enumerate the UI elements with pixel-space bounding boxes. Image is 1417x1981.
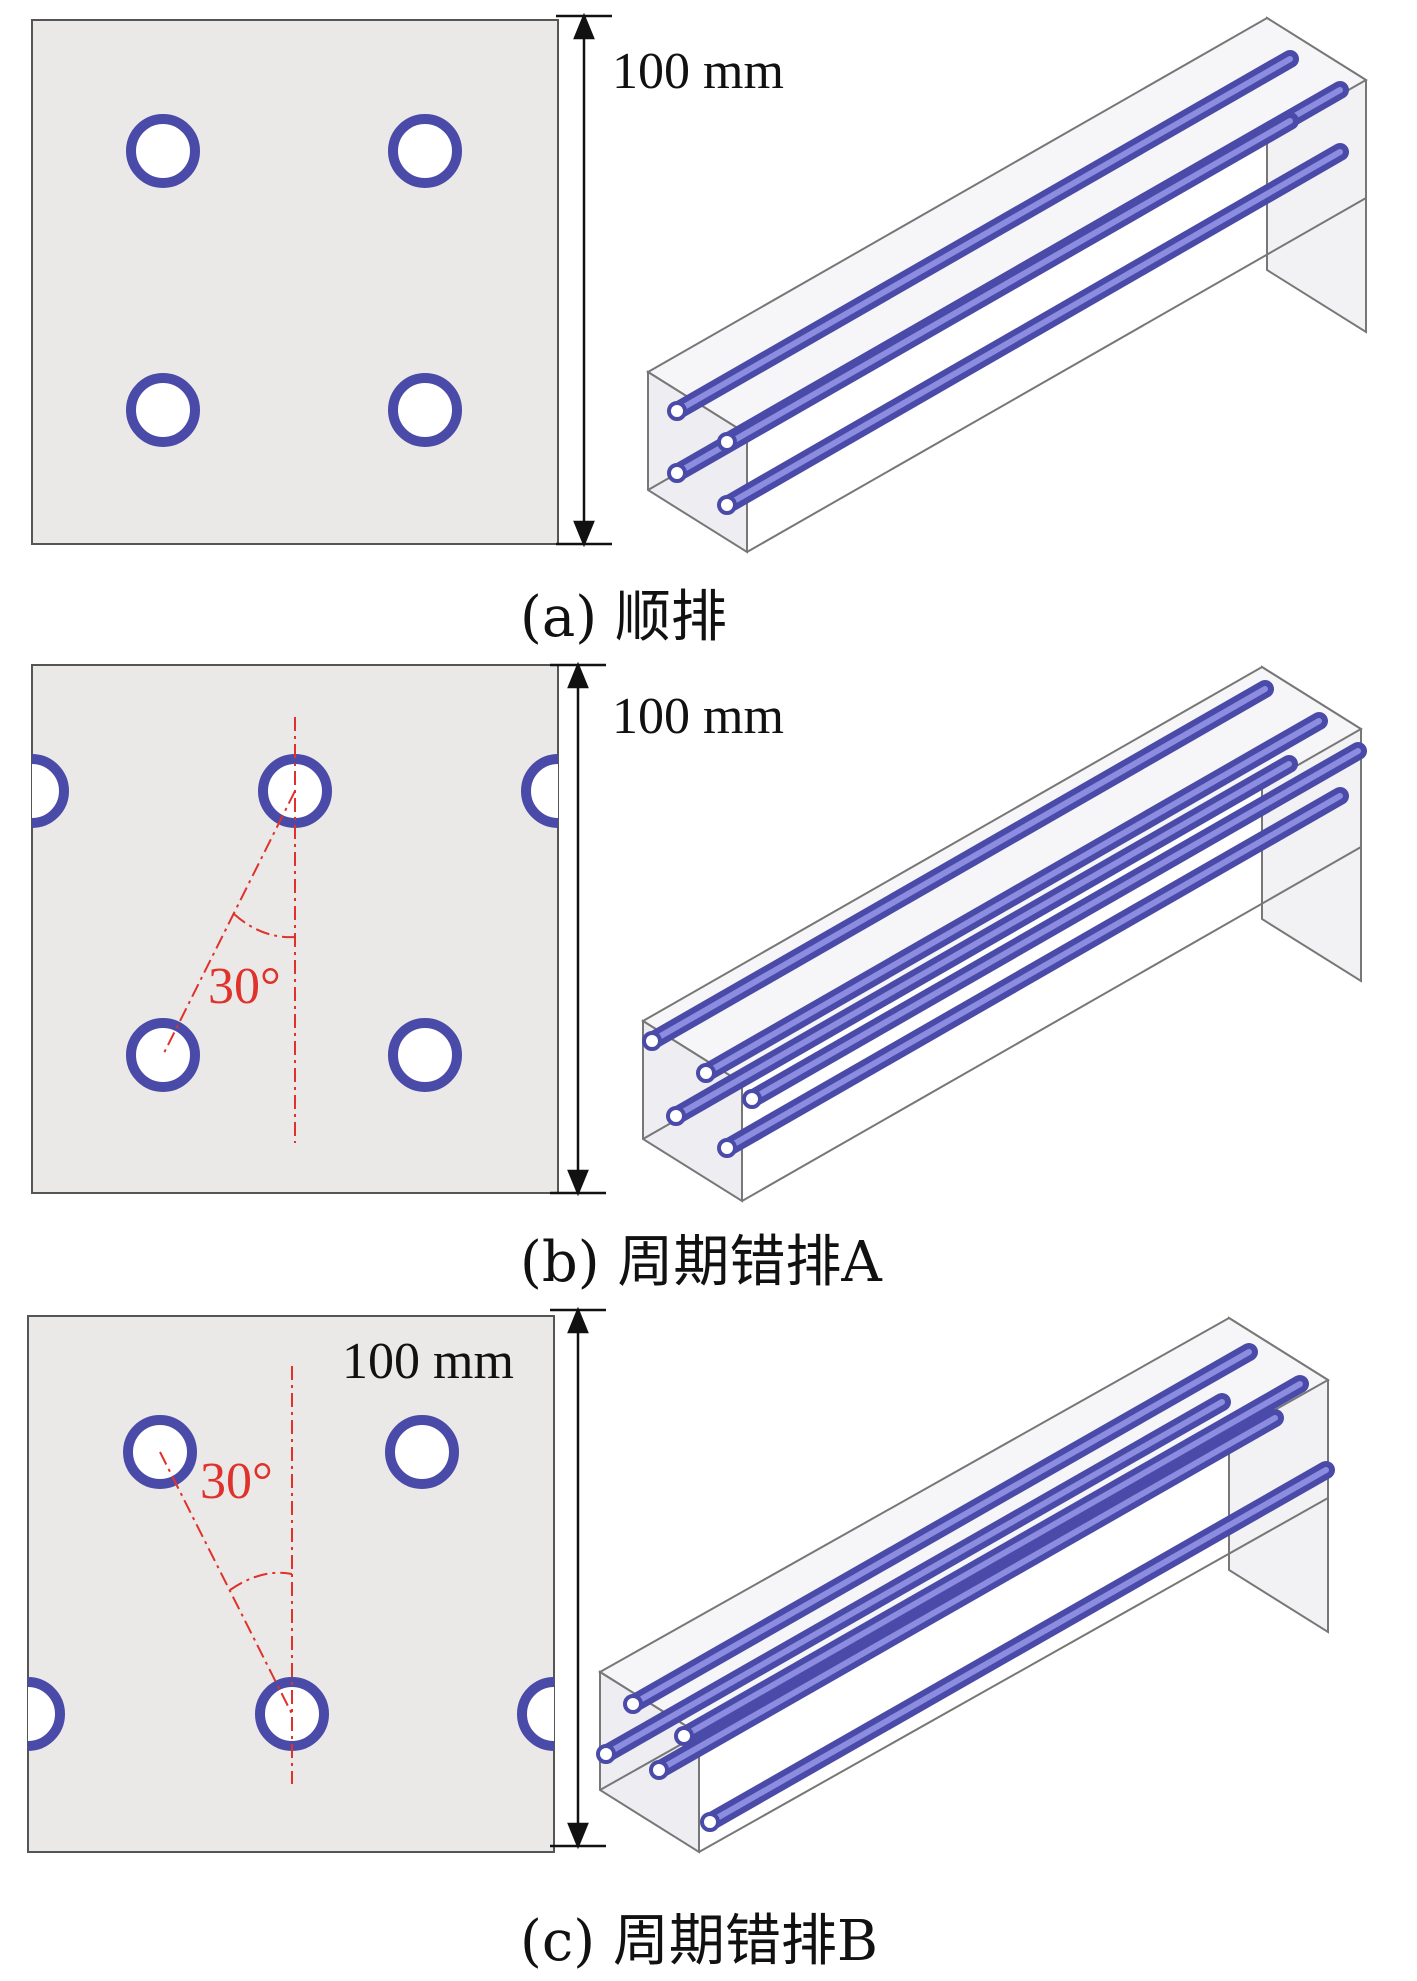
panel-caption: (b) 周期错排A [520, 1230, 882, 1295]
angle-label: 30° [200, 1453, 273, 1510]
dimension-label: 100 mm [612, 688, 784, 745]
cross-section-plate [31, 19, 559, 545]
iso-tubes [668, 50, 1349, 514]
angle-label: 30° [208, 958, 281, 1015]
tube-circle [521, 754, 558, 828]
tube-cross-sections [126, 114, 462, 447]
angle-construction [159, 1366, 293, 1784]
tube-end-openings [642, 1031, 762, 1158]
panel-caption: (c) 周期错排B [520, 1909, 879, 1974]
panel-caption: (a) 顺排 [520, 585, 727, 650]
panel-c-drawing [27, 1306, 1335, 1854]
panel-a-drawing [31, 12, 1368, 554]
tube-circle [28, 1677, 65, 1751]
tube-circle [388, 114, 462, 188]
tube-circle [126, 373, 200, 447]
tube-circle [388, 373, 462, 447]
tube-end-openings [667, 401, 737, 515]
tube-circle [385, 1415, 459, 1489]
tube-circle [388, 1018, 462, 1092]
panel-b-drawing [31, 661, 1367, 1203]
tube-circle [517, 1677, 554, 1751]
panel-a: 100 mm (a) 顺排 [0, 0, 1417, 660]
dimension-label: 100 mm [612, 43, 784, 100]
iso-tubes [597, 1343, 1335, 1831]
height-dimension-arrow [556, 12, 612, 548]
panel-b: 100 mm 30° (b) 周期错排A [0, 655, 1417, 1315]
height-dimension-arrow [550, 1306, 606, 1850]
tube-circle [126, 114, 200, 188]
tube-circle [32, 754, 69, 828]
panel-c: 100 mm 30° (c) 周期错排B [0, 1306, 1417, 1974]
tube-end-openings [596, 1694, 720, 1832]
tube-circle [126, 1018, 200, 1092]
height-dimension-arrow [550, 661, 606, 1197]
angle-construction [162, 717, 296, 1143]
dimension-label: 100 mm [342, 1333, 514, 1390]
iso-tubes [643, 680, 1367, 1157]
